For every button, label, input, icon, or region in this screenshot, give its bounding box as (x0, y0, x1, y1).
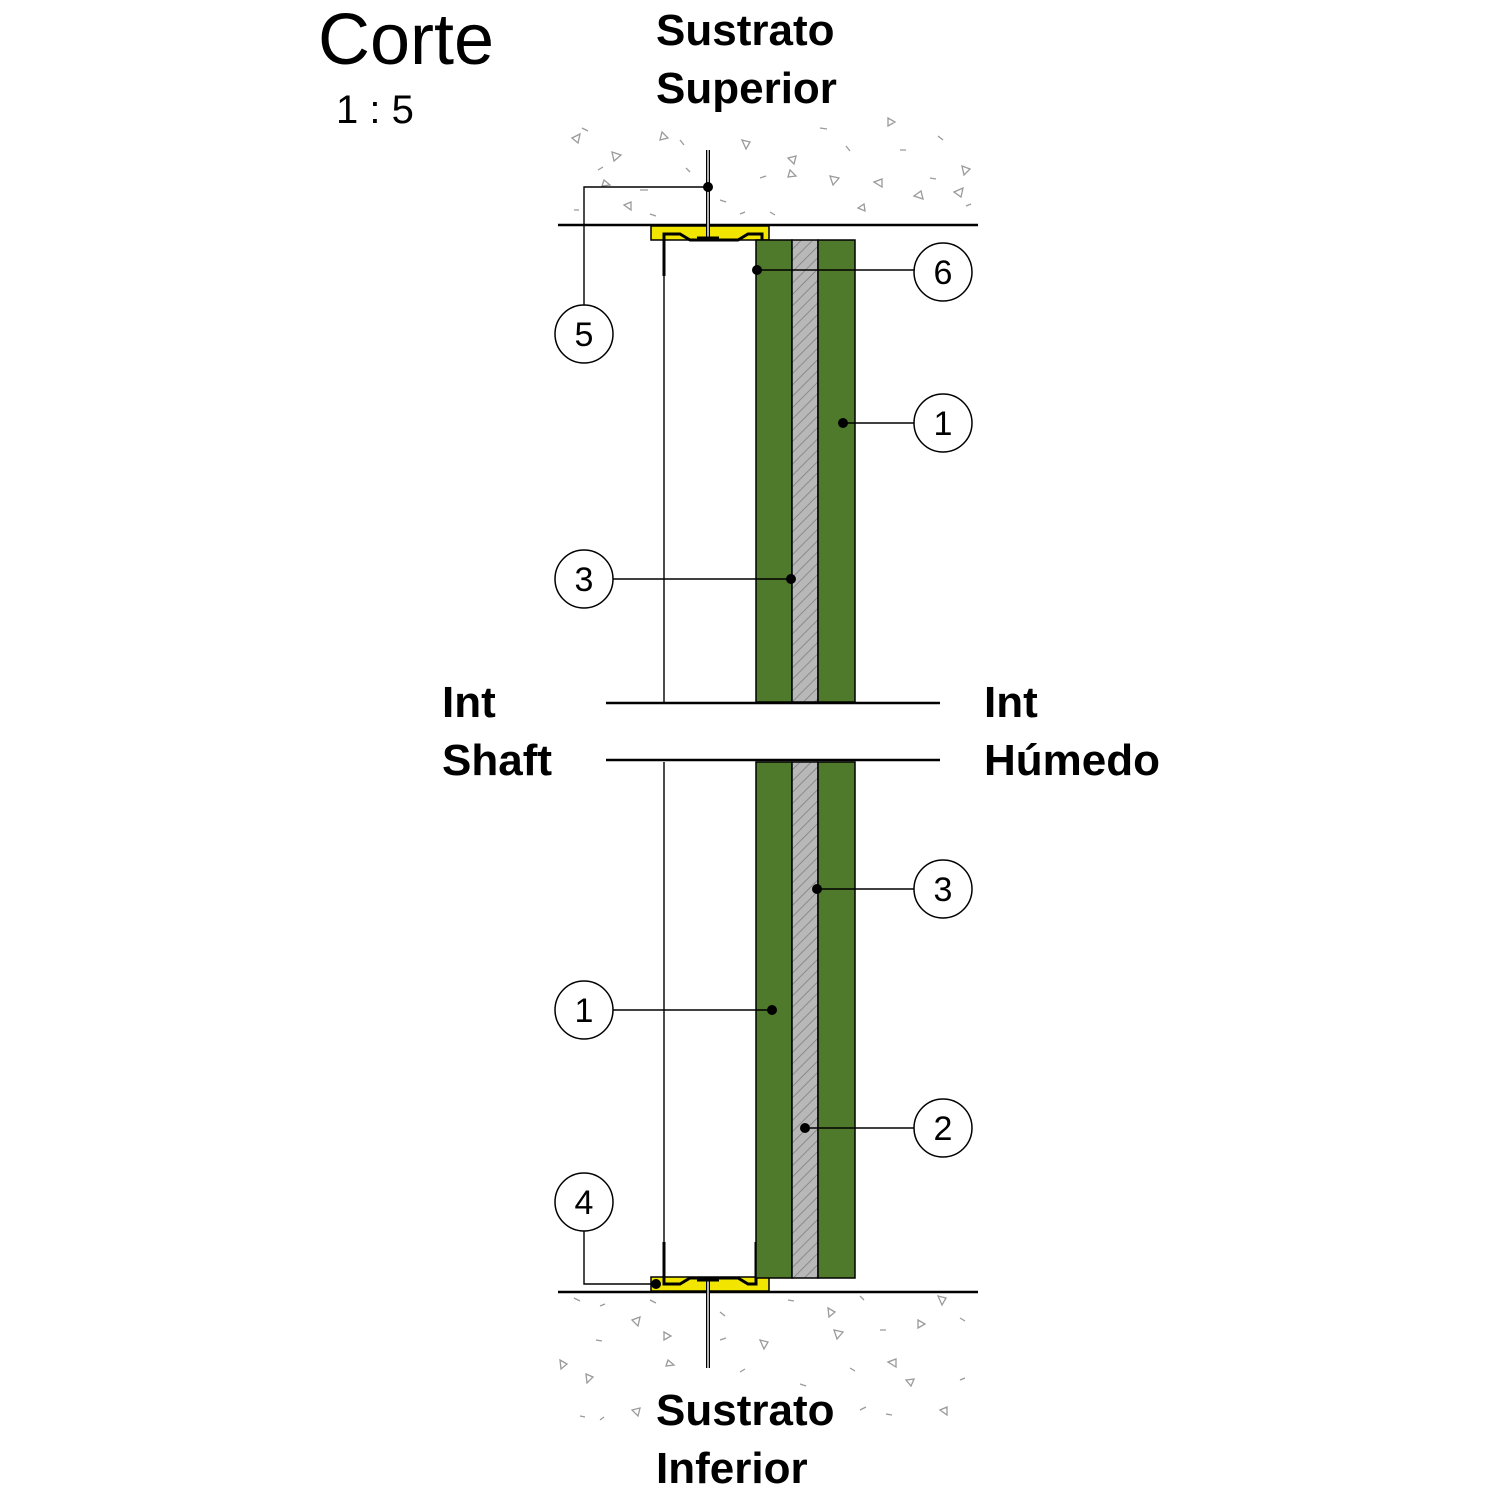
callout-6: 6 (913, 242, 973, 302)
wall-layers-upper (755, 239, 856, 703)
callout-1-upper-text: 1 (934, 405, 953, 443)
callout-1-lower: 1 (554, 980, 614, 1040)
wall-layers-lower (755, 761, 856, 1279)
label-top-substrate: Sustrato Superior (656, 2, 837, 118)
callout-3-right: 3 (913, 859, 973, 919)
label-top-substrate-line-1: Sustrato (656, 6, 835, 55)
callout-6-text: 6 (934, 254, 953, 292)
callout-3-left-text: 3 (575, 561, 594, 599)
concrete-bottom (559, 1295, 966, 1421)
leader-dots (651, 182, 848, 1289)
callout-5: 5 (554, 304, 614, 364)
label-bottom-substrate-line-1: Sustrato (656, 1386, 835, 1435)
label-left-side-line-1: Int (442, 678, 496, 727)
label-left-side: Int Shaft (442, 674, 552, 790)
callout-1-lower-text: 1 (575, 992, 594, 1030)
callout-5-text: 5 (575, 316, 594, 354)
label-bottom-substrate: Sustrato Inferior (656, 1382, 834, 1498)
label-right-side: Int Húmedo (984, 674, 1160, 790)
concrete-top (570, 116, 972, 217)
callout-3-right-text: 3 (934, 871, 953, 909)
callout-4: 4 (554, 1172, 614, 1232)
label-left-side-line-2: Shaft (442, 736, 552, 785)
callout-2-text: 2 (934, 1110, 953, 1148)
label-top-substrate-line-2: Superior (656, 64, 837, 113)
drawing-scale: 1 : 5 (336, 88, 414, 132)
callout-1-upper: 1 (913, 393, 973, 453)
label-right-side-line-1: Int (984, 678, 1038, 727)
callout-3-left: 3 (554, 549, 614, 609)
label-bottom-substrate-line-2: Inferior (656, 1444, 808, 1493)
label-right-side-line-2: Húmedo (984, 736, 1160, 785)
drawing-title: Corte (318, 0, 495, 80)
top-anchor-icon (697, 150, 719, 240)
leader-lines (583, 186, 914, 1285)
bottom-anchor-icon (697, 1278, 719, 1368)
callout-2: 2 (913, 1098, 973, 1158)
callout-4-text: 4 (575, 1184, 594, 1222)
